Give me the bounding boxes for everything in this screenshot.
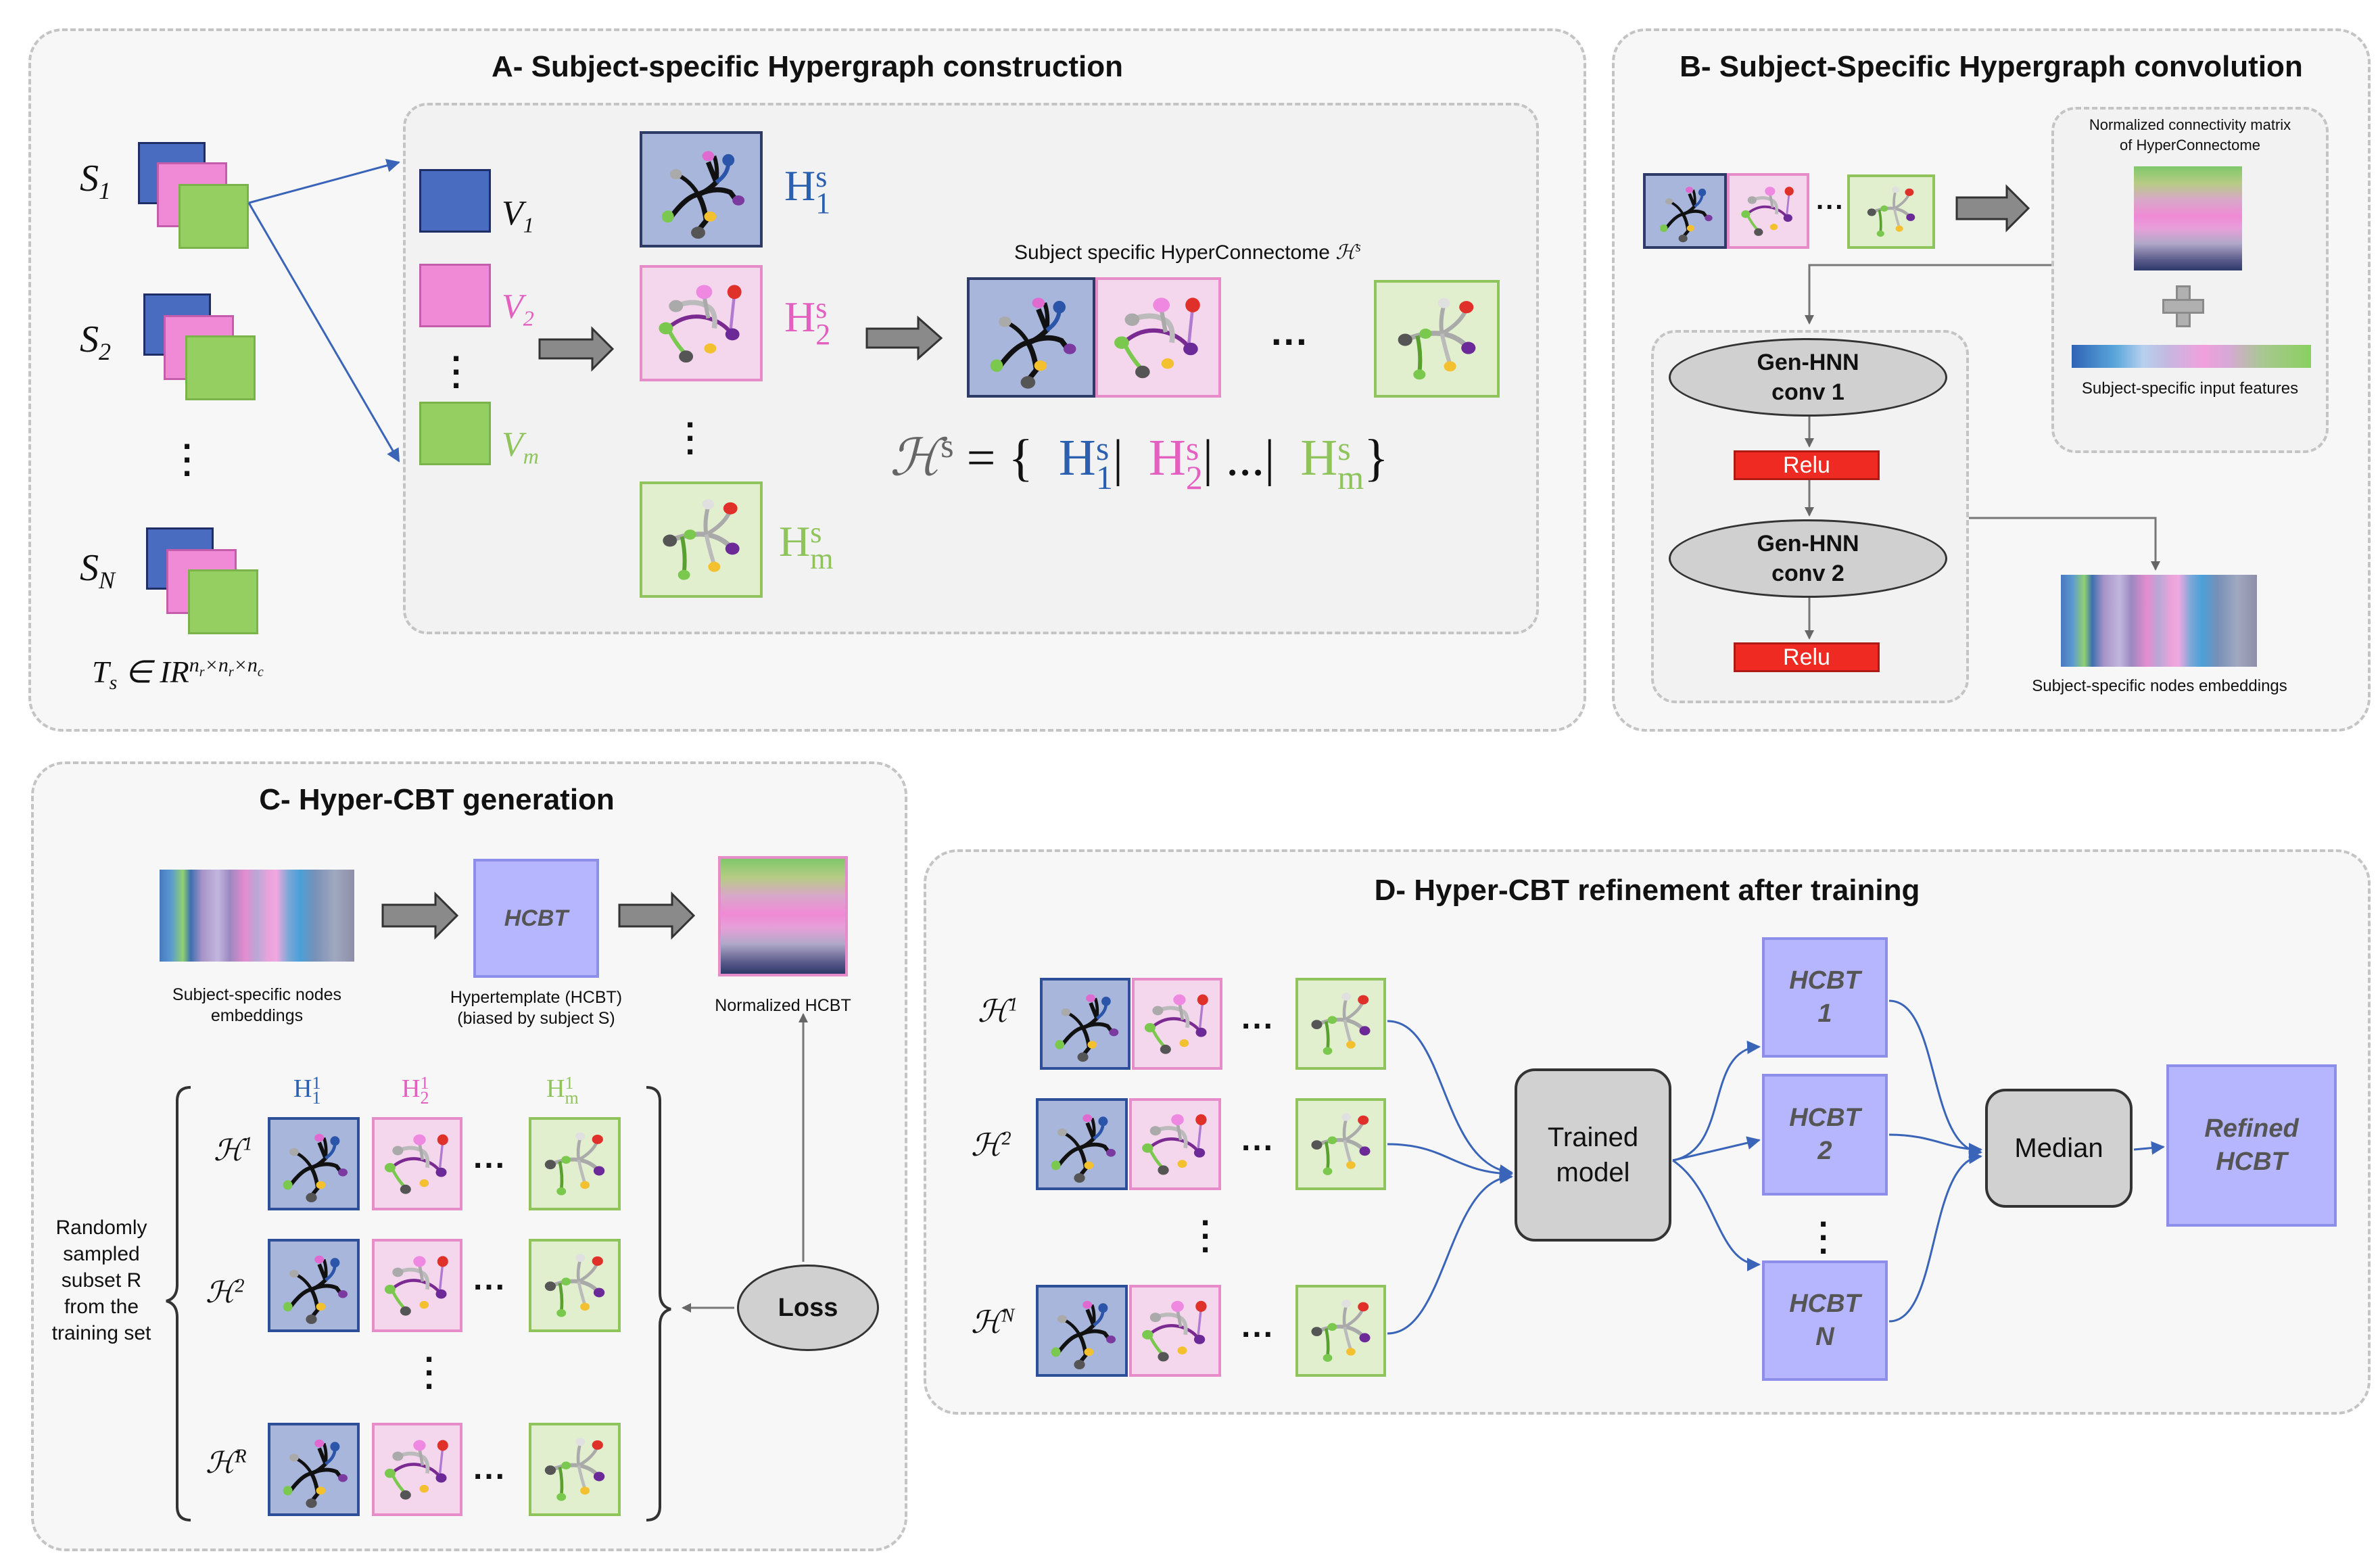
view-square-1: [419, 169, 491, 233]
c-row1-tile-2: [372, 1117, 462, 1210]
hypergraph-vdots: ···: [685, 406, 697, 471]
c-row2-ellipsis: ...: [473, 1261, 507, 1297]
panel-d-title: D- Hyper-CBT refinement after training: [1374, 874, 1920, 907]
c-row1-ellipsis: ...: [473, 1139, 507, 1175]
hypertemplate-caption: Hypertemplate (HCBT)(biased by subject S…: [450, 988, 623, 1029]
hcbt-vdots: ···: [1818, 1205, 1830, 1270]
c-row-label-1: ℋ1: [214, 1133, 253, 1167]
d-rown-tile-2: [1129, 1285, 1221, 1377]
d-row-label-n: ℋN: [971, 1305, 1015, 1340]
d-row1-tile-m: [1295, 978, 1386, 1070]
nodes-embeddings-matrix: [2061, 575, 2257, 667]
c-row-label-r: ℋR: [206, 1446, 247, 1480]
hcbt-box: HCBT: [473, 859, 599, 978]
normalized-matrix-box: [2051, 107, 2329, 453]
panel-a-title: A- Subject-specific Hypergraph construct…: [492, 50, 1123, 83]
c-row1-tile-1: [268, 1117, 360, 1210]
subject-label-1: S1: [80, 158, 111, 205]
c-rowr-tile-m: [529, 1423, 621, 1516]
normalized-hcbt-caption: Normalized HCBT: [715, 996, 851, 1015]
d-row2-tile-m: [1295, 1098, 1386, 1190]
hyperconnectome-caption: Subject specific HyperConnectome ℋs: [1014, 240, 1361, 264]
b-hypergraph-tile-1: [1643, 173, 1727, 249]
d-rows-vdots: ···: [1200, 1204, 1212, 1269]
b-hypergraph-ellipsis: ...: [1816, 185, 1845, 215]
hypergraph-tile-1: [640, 131, 763, 247]
nodes-embeddings-caption: Subject-specific nodes embeddings: [2032, 677, 2287, 695]
normalized-matrix: [2134, 166, 2242, 270]
subject-label-n: SN: [80, 547, 116, 594]
view-label-1: V1: [502, 194, 534, 237]
d-rown-ellipsis: ...: [1241, 1308, 1275, 1344]
view-square-m: [419, 402, 491, 465]
c-rows-vdots: ···: [424, 1340, 436, 1405]
d-rown-tile-m: [1295, 1285, 1386, 1377]
d-row2-ellipsis: ...: [1241, 1122, 1275, 1158]
d-row-label-2: ℋ2: [971, 1128, 1012, 1162]
input-features-bar: [2072, 345, 2311, 368]
b-hypergraph-tile-m: [1847, 174, 1935, 249]
median-box: Median: [1985, 1089, 2133, 1208]
c-row2-tile-m: [529, 1239, 621, 1332]
plus-icon: [2162, 285, 2204, 327]
d-row1-ellipsis: ...: [1241, 1000, 1275, 1036]
view-label-2: V2: [502, 287, 534, 331]
d-row1-tile-2: [1132, 978, 1222, 1070]
view-label-m: Vm: [502, 425, 539, 469]
panel-b-title: B- Subject-Specific Hypergraph convoluti…: [1680, 50, 2303, 83]
hyperconnectome-tile-m: [1374, 280, 1500, 398]
d-row1-tile-1: [1040, 978, 1130, 1070]
loss-node: Loss: [737, 1265, 879, 1351]
c-row2-tile-2: [372, 1239, 462, 1332]
c-rowr-tile-1: [268, 1423, 360, 1516]
d-row-label-1: ℋ1: [978, 994, 1018, 1029]
view-square-2: [419, 264, 491, 327]
c-rowr-ellipsis: ...: [473, 1450, 507, 1486]
c-row-label-2: ℋ2: [206, 1275, 245, 1309]
hyperconnectome-tile-2: [1095, 277, 1221, 398]
normalized-hcbt: [718, 856, 848, 976]
panel-c-title: C- Hyper-CBT generation: [259, 783, 615, 816]
input-features-caption: Subject-specific input features: [2081, 379, 2299, 398]
c-row1-tile-m: [529, 1117, 621, 1210]
c-row2-tile-1: [268, 1239, 360, 1332]
tensor-formula: Ts ∈ IRnr×nr×nc: [92, 653, 264, 694]
relu-2: Relu: [1734, 642, 1880, 672]
d-row2-tile-1: [1036, 1098, 1128, 1190]
relu-1: Relu: [1734, 450, 1880, 480]
hypergraph-tile-2: [640, 265, 763, 381]
view-vdots: ···: [451, 339, 463, 404]
subject-vdots: ···: [182, 427, 194, 492]
d-row2-tile-2: [1129, 1098, 1221, 1190]
c-rowr-tile-2: [372, 1423, 462, 1516]
hypergraph-tile-m: [640, 481, 763, 598]
b-hypergraph-tile-2: [1727, 173, 1809, 249]
c-embeddings-matrix: [160, 870, 354, 962]
d-rown-tile-1: [1036, 1285, 1128, 1377]
subject-label-2: S2: [80, 318, 111, 366]
hyperconnectome-tile-1: [967, 277, 1095, 398]
hyperconnectome-ellipsis: ...: [1271, 310, 1309, 353]
